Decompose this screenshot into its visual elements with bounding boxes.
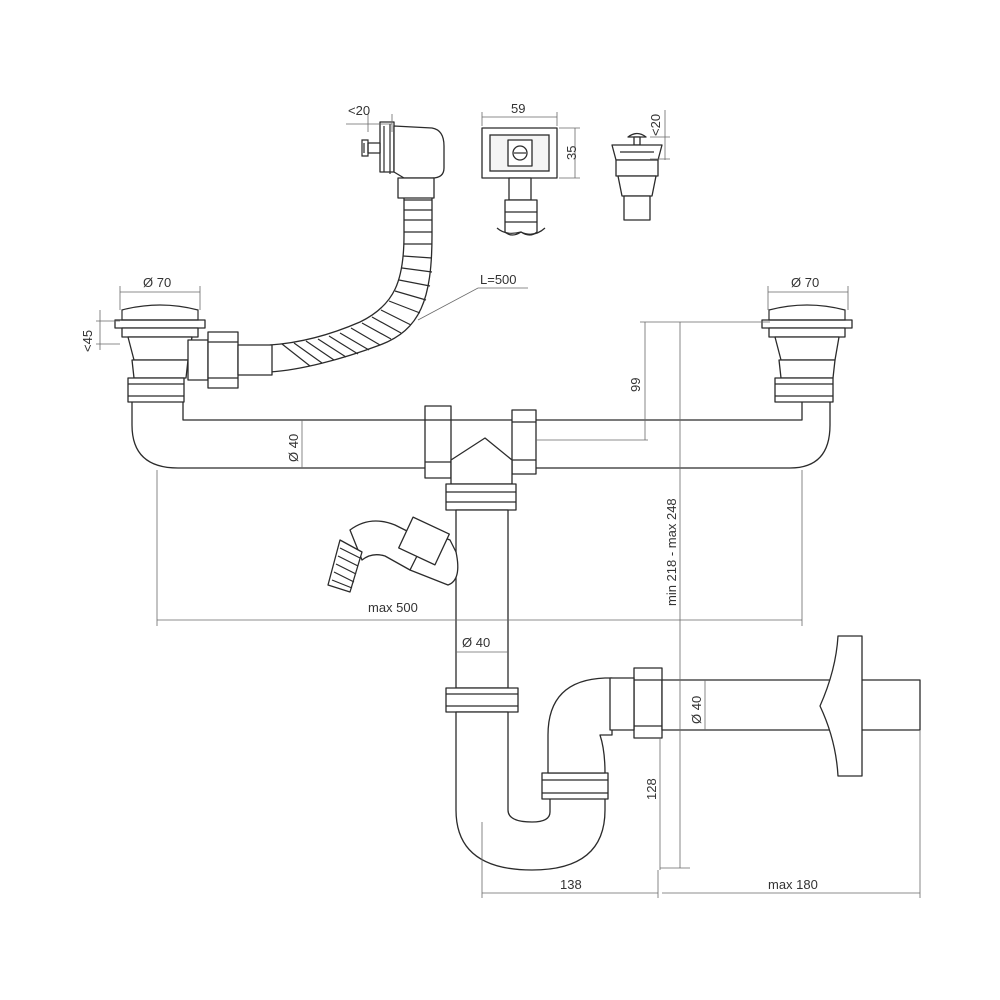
- label-outlet-length: max 180: [768, 877, 818, 892]
- button-stem: [508, 177, 532, 201]
- tee-funnel: [450, 437, 513, 485]
- dim-branch-diameter: Ø 40: [286, 420, 303, 468]
- wall-rosette: [819, 635, 863, 777]
- overflow-assembly: [269, 121, 445, 373]
- overflow-connector-nut: [207, 331, 239, 389]
- vertical-pipe-assembly: [327, 509, 519, 713]
- label-hose-length: L=500: [480, 272, 517, 287]
- label-drain-to-pipe: 99: [628, 378, 643, 392]
- right-drain-nut: [774, 377, 834, 403]
- bottle-trap-assembly: [455, 635, 921, 871]
- tee-right-nut: [511, 409, 537, 475]
- tee-left-nut: [424, 405, 452, 479]
- main-pipe-assembly: [114, 304, 853, 511]
- plug-stem: [623, 195, 651, 221]
- left-drain-nut: [127, 377, 185, 403]
- dim-plug-offset: <20: [648, 110, 670, 160]
- label-button-width: 59: [511, 101, 525, 116]
- label-overflow-offset: <20: [348, 103, 370, 118]
- outlet-adapter: [609, 677, 635, 731]
- label-height-range: min 218 - max 248: [664, 498, 679, 606]
- left-sink-drain: [114, 304, 206, 403]
- basket-plug: [611, 132, 663, 221]
- label-button-height: 35: [564, 146, 579, 160]
- label-plug-offset: <20: [648, 114, 663, 136]
- dim-trap-height: 128: [644, 738, 661, 870]
- dim-outlet-diameter: Ø 40: [689, 680, 706, 730]
- label-trap-height: 128: [644, 778, 659, 800]
- spigot-ribs: [331, 547, 361, 589]
- dim-trap-offset: 138: [481, 822, 659, 898]
- label-branch-diameter: Ø 40: [286, 434, 301, 462]
- hose-corrugation: [281, 199, 433, 367]
- overflow-screw: [367, 142, 381, 154]
- label-vertical-diameter: Ø 40: [462, 635, 490, 650]
- dim-drain-height: <45: [80, 310, 120, 352]
- overflow-connector: [187, 331, 273, 389]
- overflow-head-body: [393, 125, 445, 179]
- right-drain-flange: [761, 319, 853, 329]
- label-span-width: max 500: [368, 600, 418, 615]
- label-outlet-diameter: Ø 40: [689, 696, 704, 724]
- plug-taper: [617, 175, 657, 197]
- dim-right-drain-diameter: Ø 70: [767, 275, 849, 310]
- dim-button-height: 35: [559, 127, 580, 179]
- label-trap-offset: 138: [560, 877, 582, 892]
- overflow-head-lines: [383, 124, 391, 174]
- dim-vertical-diameter: Ø 40: [456, 635, 508, 653]
- overflow-screw-head: [361, 139, 369, 157]
- trap-u-bend: [455, 711, 606, 871]
- label-right-drain-diameter: Ø 70: [791, 275, 819, 290]
- vertical-lower-nut: [445, 687, 519, 713]
- dim-hose-length: L=500: [417, 272, 528, 321]
- label-drain-height: <45: [80, 330, 95, 352]
- dim-outlet-length: max 180: [662, 730, 921, 898]
- right-sink-drain: [761, 304, 853, 403]
- outlet-nut: [633, 667, 663, 739]
- dim-overflow-offset: <20: [346, 103, 393, 132]
- dim-span-width: max 500: [156, 470, 803, 626]
- overflow-fitting: [397, 177, 435, 199]
- dim-height-range: min 218 - max 248: [660, 322, 690, 869]
- dim-drain-to-pipe: 99: [536, 321, 770, 441]
- dim-left-drain-diameter: Ø 70: [119, 275, 201, 310]
- side-inlet-spigot: [327, 539, 363, 593]
- trap-riser: [547, 677, 613, 774]
- plug-knob: [627, 132, 647, 138]
- side-inlet-nut: [398, 516, 450, 566]
- dim-button-width: 59: [481, 101, 558, 126]
- trap-nut: [541, 772, 609, 800]
- label-left-drain-diameter: Ø 70: [143, 275, 171, 290]
- left-drain-flange: [114, 319, 206, 329]
- tee-lower-nut: [445, 483, 517, 511]
- plug-body: [615, 159, 659, 177]
- overflow-button-assembly: [481, 127, 558, 236]
- vertical-pipe: [455, 509, 509, 689]
- button-hose: [504, 199, 538, 236]
